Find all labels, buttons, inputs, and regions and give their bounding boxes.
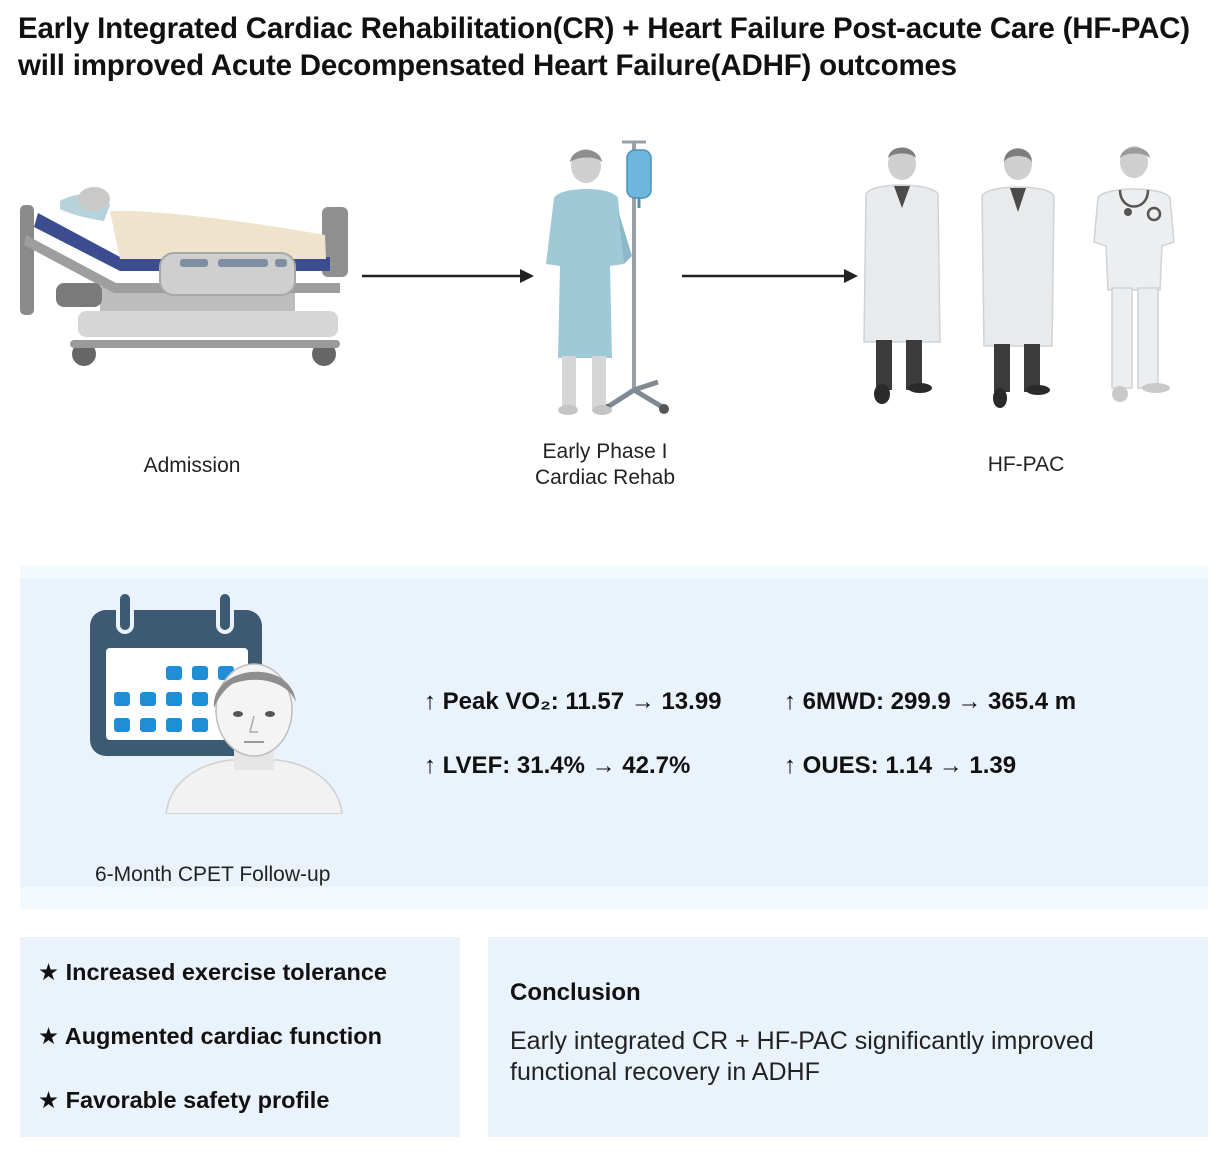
patient-with-iv-illustration (546, 140, 669, 415)
conclusion-title: Conclusion (510, 979, 641, 1006)
benefits-panel (20, 937, 460, 1137)
conclusion-panel (488, 937, 1208, 1137)
page-title: Early Integrated Cardiac Rehabilitation(… (18, 12, 1190, 82)
stage-label-hf-pac: HF-PAC (987, 453, 1065, 476)
patient-portrait-illustration (165, 663, 343, 814)
benefit-item: ★ Augmented cardiac function (38, 1023, 383, 1049)
hospital-bed-illustration (20, 187, 348, 366)
band-edge-bottom (20, 887, 1208, 909)
metric-peak-vo2: ↑ Peak VO₂: 11.57 → 13.99 (424, 688, 722, 715)
metric-lvef: ↑ LVEF: 31.4% → 42.7% (424, 752, 691, 779)
stage-label-admission: Admission (143, 454, 241, 477)
arrow-right-icon (362, 269, 534, 283)
band-edge-top (20, 566, 1208, 578)
conclusion-text: Early integrated CR + HF-PAC significant… (510, 1027, 1094, 1086)
metric-oues: ↑ OUES: 1.14 → 1.39 (784, 752, 1017, 779)
benefit-item: ★ Increased exercise tolerance (38, 959, 387, 985)
metric-6mwd: ↑ 6MWD: 299.9 → 365.4 m (784, 688, 1077, 715)
care-team-illustration (863, 146, 1175, 408)
benefit-item: ★ Favorable safety profile (38, 1087, 330, 1113)
arrow-right-icon (682, 269, 858, 283)
follow-up-caption: 6-Month CPET Follow-up (95, 863, 331, 886)
stage-label-early-phase-rehab: Early Phase I Cardiac Rehab (534, 440, 676, 489)
